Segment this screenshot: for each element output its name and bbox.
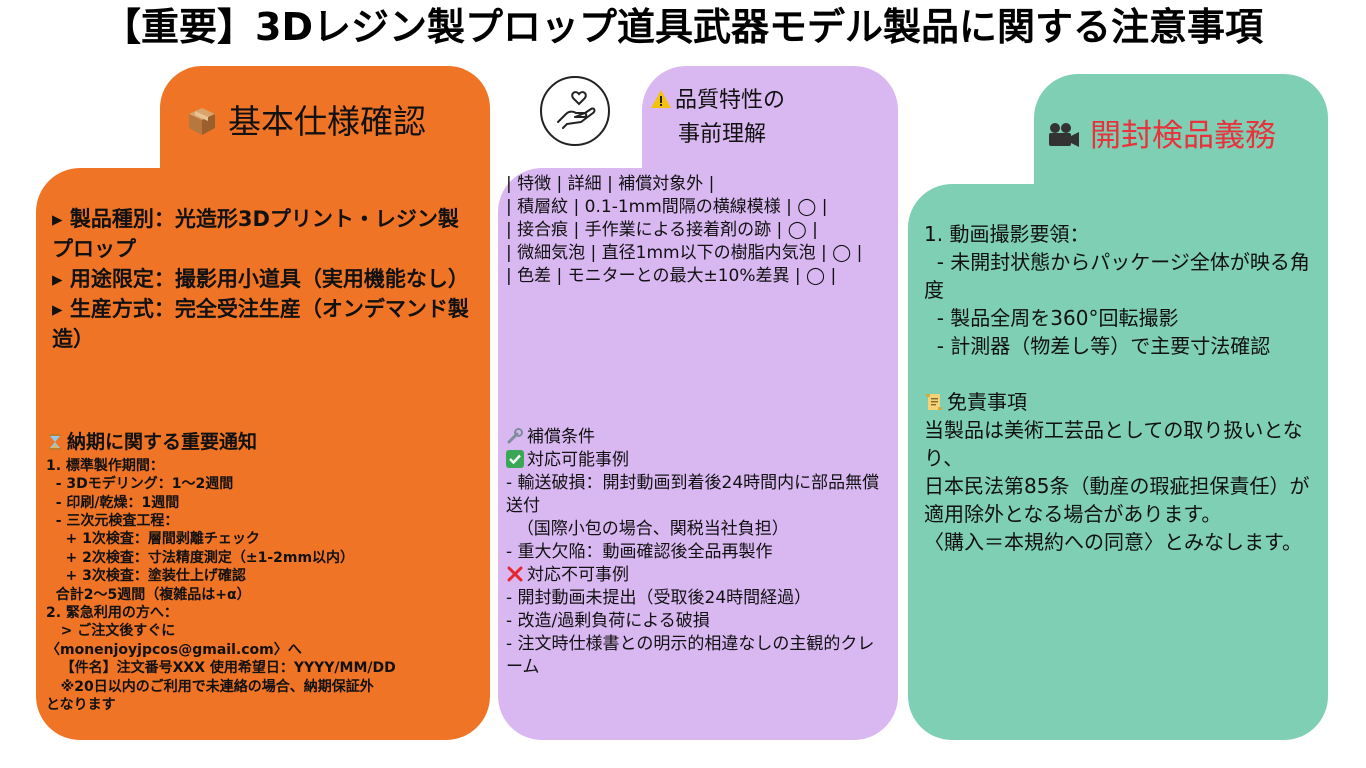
- delivery-notice-heading: 納期に関する重要通知: [46, 429, 486, 455]
- compensation-heading: 補償条件: [506, 427, 595, 447]
- table-row: | 積層紋 | 0.1-1mm間隔の横線模様 | ◯ |: [506, 197, 828, 217]
- compensation-section: 補償条件 対応可能事例 - 輸送破損：開封動画到着後24時間内に部品無償送付 （…: [506, 426, 888, 679]
- notice-line: - 3Dモデリング：1〜2週間: [46, 476, 234, 493]
- ng-item: - 改造/過剰負荷による破損: [506, 611, 710, 631]
- quality-heading-line1: 品質特性の: [675, 88, 786, 113]
- quality-heading-line2: 事前理解: [678, 122, 767, 147]
- warning-icon: [651, 90, 671, 108]
- spec-bullet: ▸ 用途限定：撮影用小道具（実用機能なし）: [52, 267, 469, 291]
- spec-heading: 基本仕様確認: [186, 100, 426, 144]
- spec-bullet: ▸ 生産方式：完全受注生産（オンデマンド製造）: [52, 297, 469, 351]
- table-row: | 接合痕 | 手作業による接着剤の跡 | ◯ |: [506, 220, 818, 240]
- disclaimer-heading: 免責事項: [924, 388, 1322, 416]
- step-item: - 製品全周を360°回転撮影: [924, 306, 1179, 330]
- spec-bullet: ▸ 製品種別：光造形3Dプリント・レジン製プロップ: [52, 207, 459, 261]
- contact-email[interactable]: 〈monenjoyjpcos@gmail.com〉へ: [46, 641, 302, 658]
- wrench-icon: [507, 428, 523, 444]
- ok-item: - 重大欠陥：動画確認後全品再製作: [506, 542, 773, 562]
- steps-heading: 1. 動画撮影要領：: [924, 222, 1090, 246]
- disclaimer-line: 〈購入＝本規約への同意〉とみなします。: [924, 530, 1302, 554]
- inspection-heading-text: 開封検品義務: [1090, 118, 1276, 154]
- inspection-heading: 開封検品義務: [1046, 114, 1276, 158]
- notice-line: 2. 緊急利用の方へ：: [46, 605, 178, 622]
- hourglass-icon: [49, 433, 61, 450]
- quality-heading: 品質特性の 事前理解: [650, 84, 860, 152]
- notice-line: となります: [46, 697, 116, 714]
- check-mark-icon: [506, 450, 524, 468]
- disclaimer-line: 日本民法第85条（動産の瑕疵担保責任）が適用除外となる場合があります。: [924, 474, 1310, 526]
- video-camera-icon: [1049, 123, 1079, 147]
- notice-line: - 印刷/乾燥：1週間: [46, 494, 180, 511]
- ng-item: - 開封動画未提出（受取後24時間経過）: [506, 588, 812, 608]
- inspection-panel: [908, 184, 1328, 740]
- cross-mark-icon: [507, 566, 523, 582]
- disclaimer-line: 当製品は美術工芸品としての取り扱いとなり、: [924, 418, 1303, 470]
- ng-item: - 注文時仕様書との明示的相違なしの主観的クレーム: [506, 634, 875, 677]
- package-box-icon: [189, 108, 215, 135]
- quality-table: | 特徴 | 詳細 | 補償対象外 | | 積層紋 | 0.1-1mm間隔の横線…: [506, 173, 888, 288]
- table-row: | 特徴 | 詳細 | 補償対象外 |: [506, 174, 715, 194]
- notice-line: 1. 標準製作期間：: [46, 457, 164, 474]
- ok-heading: 対応可能事例: [506, 450, 629, 470]
- step-item: - 計測器（物差し等）で主要寸法確認: [924, 334, 1271, 358]
- ok-item: - 輸送破損：開封動画到着後24時間内に部品無償送付: [506, 473, 880, 516]
- ng-heading: 対応不可事例: [506, 565, 629, 585]
- delivery-notice: 納期に関する重要通知 1. 標準製作期間： - 3Dモデリング：1〜2週間 - 印…: [46, 392, 486, 715]
- table-row: | 色差 | モニターとの最大±10%差異 | ◯ |: [506, 266, 837, 286]
- page-title: 【重要】3Dレジン製プロップ道具武器モデル製品に関する注意事項: [103, 5, 1263, 49]
- ok-item: （国際小包の場合、関税当社負担）: [506, 519, 789, 539]
- spec-bullet-list: ▸ 製品種別：光造形3Dプリント・レジン製プロップ ▸ 用途限定：撮影用小道具（…: [52, 204, 478, 354]
- notice-line: > ご注文後すぐに: [46, 623, 176, 640]
- spec-heading-text: 基本仕様確認: [228, 102, 426, 141]
- notice-line: + 2次検査：寸法精度測定（±1-2mm以内）: [46, 549, 355, 566]
- spec-panel: [36, 168, 490, 740]
- notice-line: 【件名】注文番号XXX 使用希望日：YYYY/MM/DD: [46, 660, 396, 677]
- notice-line: + 1次検査：層間剥離チェック: [46, 531, 260, 548]
- scroll-icon: [926, 394, 942, 410]
- hand-heart-icon: [540, 76, 610, 146]
- quality-panel: [498, 168, 898, 740]
- notice-line: 合計2〜5週間（複雑品は+α）: [46, 586, 251, 603]
- table-row: | 微細気泡 | 直径1mm以下の樹脂内気泡 | ◯ |: [506, 243, 863, 263]
- inspection-body: 1. 動画撮影要領： - 未開封状態からパッケージ全体が映る角度 - 製品全周を…: [924, 220, 1322, 556]
- notice-line: + 3次検査：塗装仕上げ確認: [46, 568, 246, 585]
- notice-line: - 三次元検査工程：: [46, 513, 179, 530]
- notice-line: ※20日以内のご利用で未連絡の場合、納期保証外: [46, 678, 374, 695]
- step-item: - 未開封状態からパッケージ全体が映る角度: [924, 250, 1310, 302]
